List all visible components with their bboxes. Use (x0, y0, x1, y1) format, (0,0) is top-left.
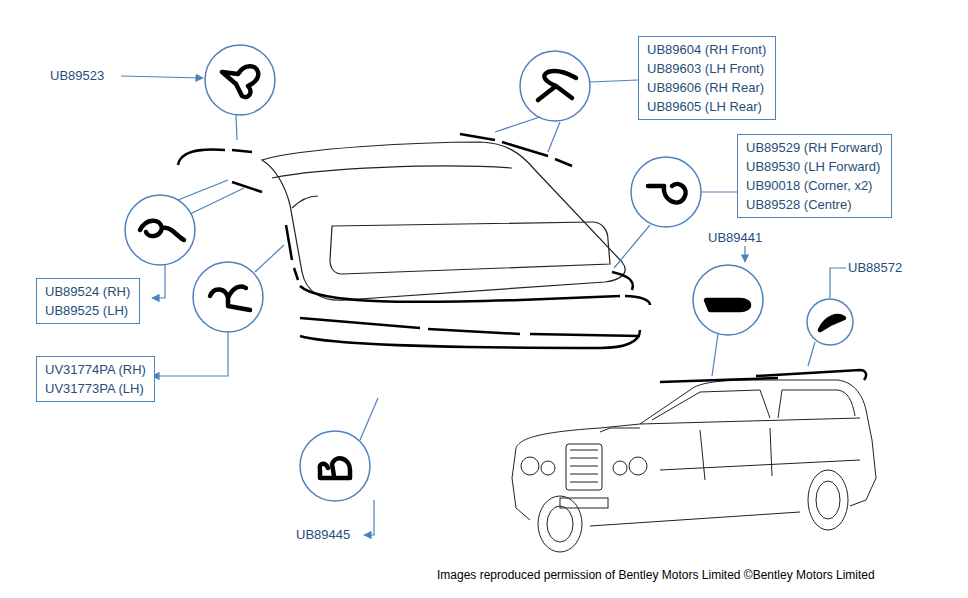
part-number: UB89528 (Centre) (746, 195, 883, 214)
part-number-box: UV31774PA (RH)UV31773PA (LH) (36, 356, 155, 402)
car-drawing (512, 380, 876, 552)
part-number-label: UB88572 (848, 260, 902, 276)
part-number: UB89530 (LH Forward) (746, 157, 883, 176)
part-number: UB89605 (LH Rear) (647, 97, 767, 116)
part-number-box: UB89604 (RH Front)UB89603 (LH Front)UB89… (638, 36, 776, 120)
part-number: UB90018 (Corner, x2) (746, 176, 883, 195)
part-number-label: UB89441 (708, 230, 762, 246)
seal-lines (178, 134, 650, 348)
part-number: UV31773PA (LH) (45, 379, 146, 398)
profile-circles (125, 45, 853, 501)
part-number: UB89606 (RH Rear) (647, 78, 767, 97)
part-number: UV31774PA (RH) (45, 360, 146, 379)
part-number-label: UB89523 (50, 68, 104, 84)
roof-drawing (262, 142, 625, 300)
part-number: UB89529 (RH Forward) (746, 138, 883, 157)
copyright-caption: Images reproduced permission of Bentley … (437, 568, 875, 583)
part-number: UB89604 (RH Front) (647, 40, 767, 59)
part-number: UB89524 (RH) (45, 282, 131, 301)
part-number: UB89603 (LH Front) (647, 59, 767, 78)
part-number-box: UB89529 (RH Forward)UB89530 (LH Forward)… (737, 134, 892, 218)
car-seal-lines (660, 370, 866, 382)
part-number: UB89525 (LH) (45, 301, 131, 320)
part-number-box: UB89524 (RH)UB89525 (LH) (36, 278, 140, 324)
part-number-label: UB89445 (296, 527, 350, 543)
